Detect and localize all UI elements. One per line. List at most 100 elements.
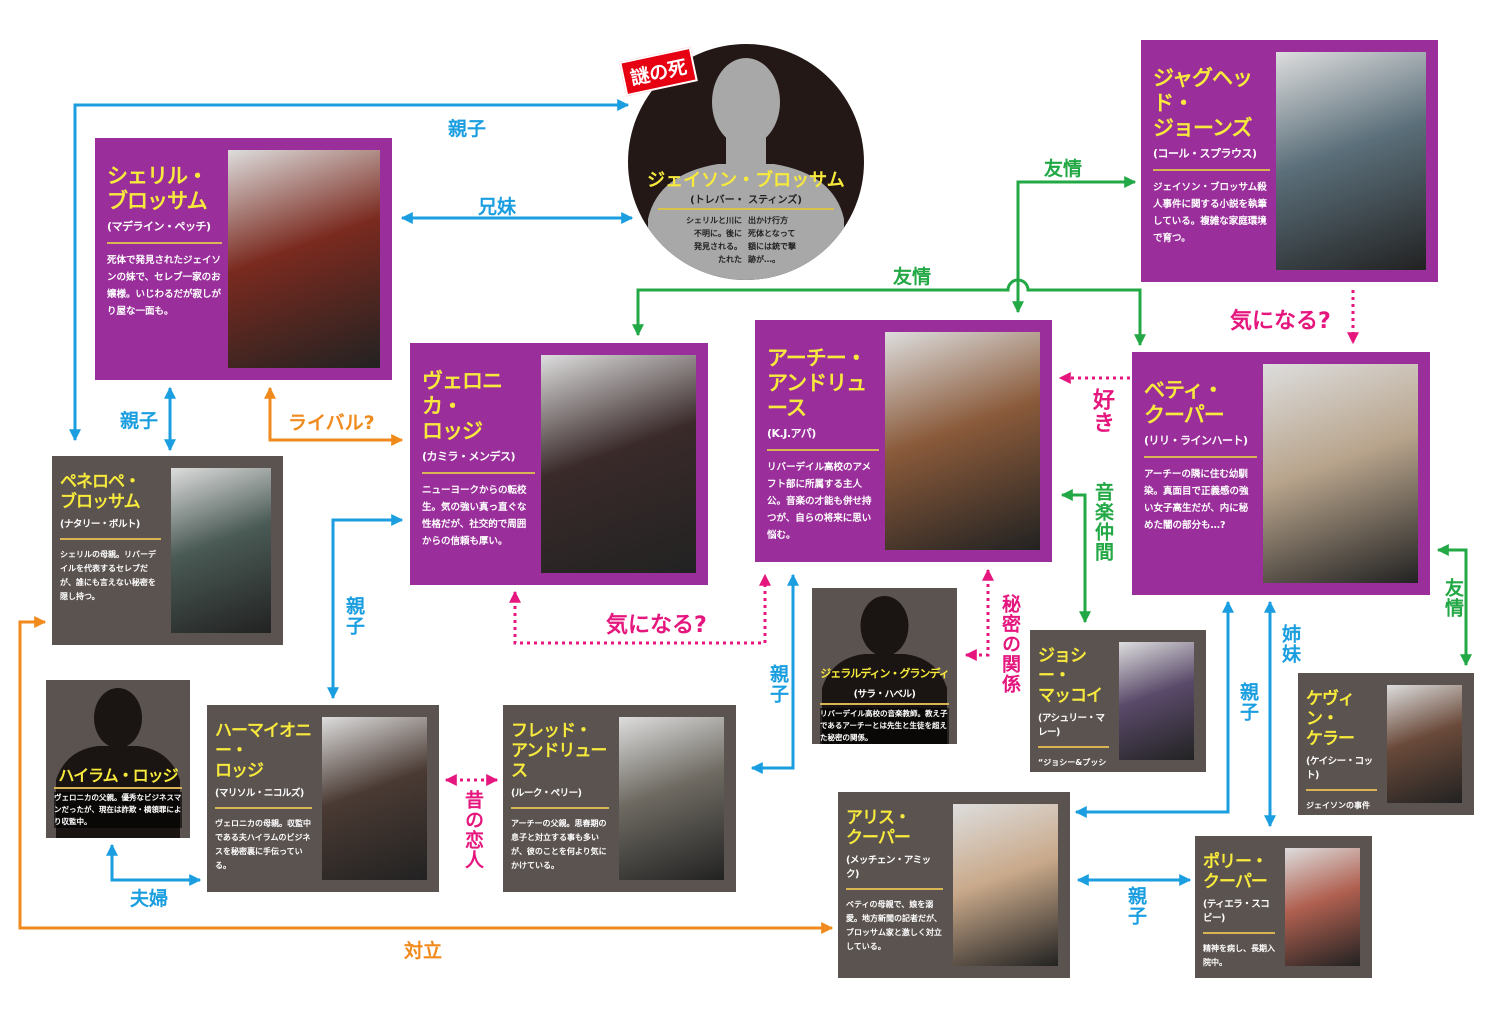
- divider: [422, 472, 535, 474]
- card-text: ベティ・クーパー(リリ・ラインハート)アーチーの隣に住む幼馴染。真面目で正義感の…: [1144, 378, 1257, 534]
- character-name: ハイラム・ロッジ: [58, 766, 178, 785]
- label-jughead-archie: 友情: [1044, 158, 1083, 180]
- divider: [846, 888, 943, 890]
- character-description: アーチーの隣に住む幼馴染。真面目で正義感の強い女子高生だが、内に秘めた闇の部分も…: [1144, 469, 1249, 531]
- line-archie-josie: [1060, 489, 1091, 624]
- character-description: アーチーの父親。思春期の息子と対立する事も多いが、彼のことを何より気にかけている…: [511, 819, 607, 870]
- portrait-photo: [1263, 364, 1418, 583]
- character-card-hermione: ハーマイオニー・ロッジ(マリソル・ニコルズ)ヴェロニカの母親。収監中である夫ハイ…: [207, 705, 439, 892]
- label-hermione-fred: 昔の恋人: [462, 790, 484, 870]
- card-text: アーチー・アンドリュース (K.J.アパ) リバーデイル高校のアメフト部に所属する主…: [767, 346, 879, 544]
- portrait-photo: [228, 150, 380, 368]
- line-jughead-archie: [1012, 176, 1137, 314]
- desc-line: 不明に。後に: [694, 229, 742, 238]
- divider: [54, 787, 182, 789]
- character-name: ジョシー・: [1038, 646, 1087, 686]
- character-name: クーパー: [1144, 403, 1225, 427]
- character-description: リバーデイル高校のアメフト部に所属する主人公。音楽の才能も併せ持つが、自らの将来…: [767, 462, 872, 541]
- jason-actor: (トレバー・ スティンズ): [690, 195, 802, 206]
- label-veronica-archie: 気になる?: [606, 613, 707, 638]
- card-text: シェリル・ブロッサム(マデライン・ペッチ)死体で発見されたジェイソンの妹で、セレ…: [107, 164, 222, 320]
- desc-line: 死体となって: [748, 229, 796, 238]
- divider: [107, 242, 222, 244]
- portrait-photo: [322, 717, 427, 880]
- actor-name: (サラ・ハベル): [853, 689, 916, 700]
- desc-line: 出かけ行方: [748, 216, 788, 225]
- divider: [658, 208, 834, 210]
- portrait-photo: [953, 804, 1058, 966]
- line-hiram-hermione: [106, 843, 202, 886]
- actor-name: (ケイシー・コット): [1306, 756, 1373, 781]
- card-text: ハイラム・ロッジヴェロニカの父親。優秀なビジネスマンだったが、現在は詐欺・横領罪…: [54, 768, 182, 828]
- character-name: アーチー・: [767, 346, 867, 370]
- label-archie-josie: 音楽仲間: [1092, 482, 1114, 562]
- character-card-polly: ポリー・クーパー(ティエラ・スコビー)精神を病し、長期入院中。: [1195, 836, 1372, 978]
- character-name: ジャグヘッド・: [1153, 66, 1253, 115]
- character-name: ポリー・: [1203, 852, 1268, 872]
- card-text: アリス・クーパー(メッチェン・アミック)ベティの母親で、娘を溺愛。地方新聞の記者…: [846, 808, 943, 954]
- card-text: ケヴィン・ケラー(ケイシー・コット)ジェイソンの事件を担当する保安官の息子。同性…: [1306, 689, 1377, 815]
- actor-name: (K.J.アパ): [767, 427, 816, 440]
- card-text: ジェラルディン・グランディ(サラ・ハベル)リバーデイル高校の音楽教師。教え子であ…: [820, 666, 950, 744]
- character-name: クーパー: [1203, 872, 1268, 892]
- character-card-jughead: ジャグヘッド・ジョーンズ (コール・スプラウス) ジェイソン・ブロッサム殺人事件に関…: [1141, 40, 1438, 282]
- character-name: アンドリュース: [511, 741, 607, 781]
- character-name: ペネロペ・: [60, 472, 141, 492]
- character-name: アリス・: [846, 808, 911, 828]
- card-text: ポリー・クーパー(ティエラ・スコビー)精神を病し、長期入院中。: [1203, 852, 1275, 970]
- line-jason-penelope: [69, 99, 630, 442]
- label-jughead-betty: 気になる?: [1230, 309, 1331, 334]
- line-cheryl-veronica: [264, 386, 404, 446]
- jason-desc-right: 出かけ行方死体となって額には銃で撃跡が…。: [748, 214, 796, 266]
- label-betty-alice: 親子: [1237, 682, 1259, 722]
- portrait-photo: [171, 468, 271, 633]
- label-penelope-alice: 対立: [404, 940, 443, 962]
- desc-line: 額には銃で撃: [748, 242, 796, 251]
- character-name: ロッジ: [422, 419, 483, 443]
- character-description: ニューヨークからの転校生。気の強い真っ直ぐな性格だが、社交的で周囲からの信頼も厚…: [422, 485, 527, 547]
- character-name: ハーマイオニー・: [215, 721, 312, 761]
- character-card-geraldine: ジェラルディン・グランディ(サラ・ハベル)リバーデイル高校の音楽教師。教え子であ…: [812, 588, 957, 744]
- character-description: “ジョシー&プッシーキャッツ”のリーダー。音楽の才能を開花させるアーチーの良き相…: [1038, 758, 1107, 767]
- divider: [60, 538, 161, 540]
- character-card-hiram: ハイラム・ロッジヴェロニカの父親。優秀なビジネスマンだったが、現在は詐欺・横領罪…: [46, 680, 190, 838]
- character-description: ジェイソン・ブロッサム殺人事件に関する小説を執筆している。複雑な家庭環境で育つ。: [1153, 182, 1268, 244]
- divider: [1144, 456, 1257, 458]
- character-name: アンドリュース: [767, 371, 867, 420]
- character-description: ヴェロニカの父親。優秀なビジネスマンだったが、現在は詐欺・横領罪により収監中。: [54, 792, 182, 828]
- divider: [215, 807, 312, 809]
- character-name: ヴェロニカ・: [422, 369, 503, 418]
- character-description: ヴェロニカの母親。収監中である夫ハイラムのビジネスを秘密裏に手伝っている。: [215, 819, 311, 870]
- silhouette-icon: [648, 58, 844, 280]
- actor-name: (アシュリー・マレー): [1038, 713, 1105, 738]
- line-betty-kevin: [1436, 544, 1472, 667]
- line-veronica-betty: [632, 278, 1146, 347]
- character-jason-blossom: ジェイソン・ブロッサム (トレバー・ スティンズ) シェリルと川に不明に。後に発…: [628, 44, 864, 280]
- portrait-photo: [885, 332, 1040, 550]
- label-cheryl-penelope: 親子: [120, 410, 159, 432]
- character-card-alice: アリス・クーパー(メッチェン・アミック)ベティの母親で、娘を溺愛。地方新聞の記者…: [838, 792, 1070, 978]
- desc-line: 発見される。: [694, 242, 742, 251]
- character-card-penelope: ペネロペ・ブロッサム(ナタリー・ボルト)シェリルの母親。リバーデイルを代表するセ…: [52, 456, 283, 645]
- divider: [1306, 789, 1377, 791]
- line-betty-alice: [1074, 600, 1234, 818]
- actor-name: (ティエラ・スコビー): [1203, 899, 1270, 924]
- character-card-kevin: ケヴィン・ケラー(ケイシー・コット)ジェイソンの事件を担当する保安官の息子。同性…: [1298, 673, 1474, 815]
- card-text: ジャグヘッド・ジョーンズ (コール・スプラウス) ジェイソン・ブロッサム殺人事件に関…: [1153, 66, 1270, 247]
- portrait-photo: [619, 717, 724, 880]
- label-betty-archie: 好き: [1089, 388, 1114, 434]
- label-veronica-betty: 友情: [893, 266, 932, 288]
- label-jason-cheryl: 兄妹: [478, 196, 517, 218]
- actor-name: (ナタリー・ボルト): [60, 519, 140, 530]
- character-name: ジョーンズ: [1153, 116, 1253, 140]
- desc-line: シェリルと川に: [686, 216, 742, 225]
- card-text: ヴェロニカ・ロッジ(カミラ・メンデス)ニューヨークからの転校生。気の強い真っ直ぐ…: [422, 369, 535, 550]
- label-alice-polly: 親子: [1125, 886, 1147, 926]
- label-cheryl-veronica: ライバル?: [288, 412, 375, 434]
- actor-name: (マリソル・ニコルズ): [215, 788, 304, 799]
- divider: [1153, 169, 1270, 171]
- portrait-photo: [1285, 848, 1360, 966]
- character-name: フレッド・: [511, 721, 592, 741]
- actor-name: (コール・スプラウス): [1153, 147, 1257, 160]
